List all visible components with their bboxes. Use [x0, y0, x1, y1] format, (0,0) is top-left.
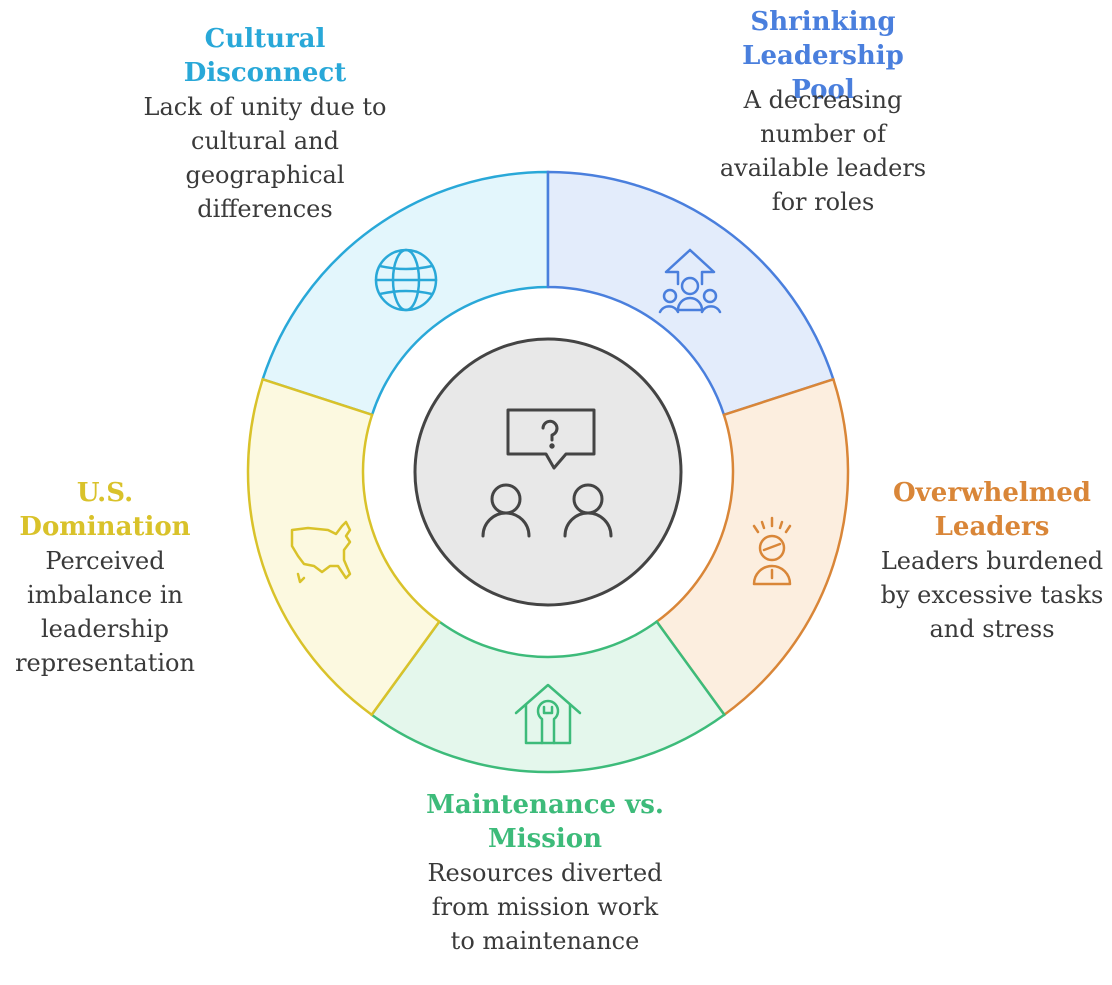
label-maintenance: Maintenance vs. Mission Resources divert…: [420, 788, 670, 958]
label-leadership: Shrinking Leadership Pool A decreasing n…: [718, 5, 928, 219]
people-question-icon: [481, 408, 613, 538]
segment-cultural: [261, 170, 550, 417]
segment-domination: [246, 377, 442, 717]
globe-icon: [374, 248, 438, 312]
label-domination: U.S. Domination Perceived imbalance in l…: [5, 476, 205, 680]
label-leadership-title: Shrinking Leadership Pool: [742, 7, 904, 105]
label-cultural: Cultural Disconnect Lack of unity due to…: [120, 22, 410, 226]
label-domination-description: Perceived imbalance in leadership repres…: [15, 547, 195, 677]
label-leadership-description: A decreasing number of available leaders…: [719, 86, 927, 216]
label-cultural-title: Cultural Disconnect: [183, 24, 347, 88]
segment-maintenance: [369, 619, 727, 774]
people-arrow-up-icon: [658, 248, 722, 314]
label-overwhelmed: Overwhelmed Leaders Leaders burdened by …: [872, 476, 1112, 646]
label-cultural-description: Lack of unity due to cultural and geogra…: [143, 93, 387, 223]
label-maintenance-description: Resources diverted from mission work to …: [427, 859, 663, 955]
label-maintenance-title: Maintenance vs. Mission: [426, 790, 664, 854]
label-overwhelmed-description: Leaders burdened by excessive tasks and …: [880, 547, 1104, 643]
stressed-person-icon: [752, 516, 792, 586]
label-domination-title: U.S. Domination: [19, 478, 191, 542]
house-wrench-icon: [514, 683, 582, 745]
segment-overwhelmed: [654, 377, 850, 717]
us-map-icon: [290, 520, 352, 584]
center-circle: [413, 337, 683, 607]
label-overwhelmed-title: Overwhelmed Leaders: [893, 478, 1091, 542]
